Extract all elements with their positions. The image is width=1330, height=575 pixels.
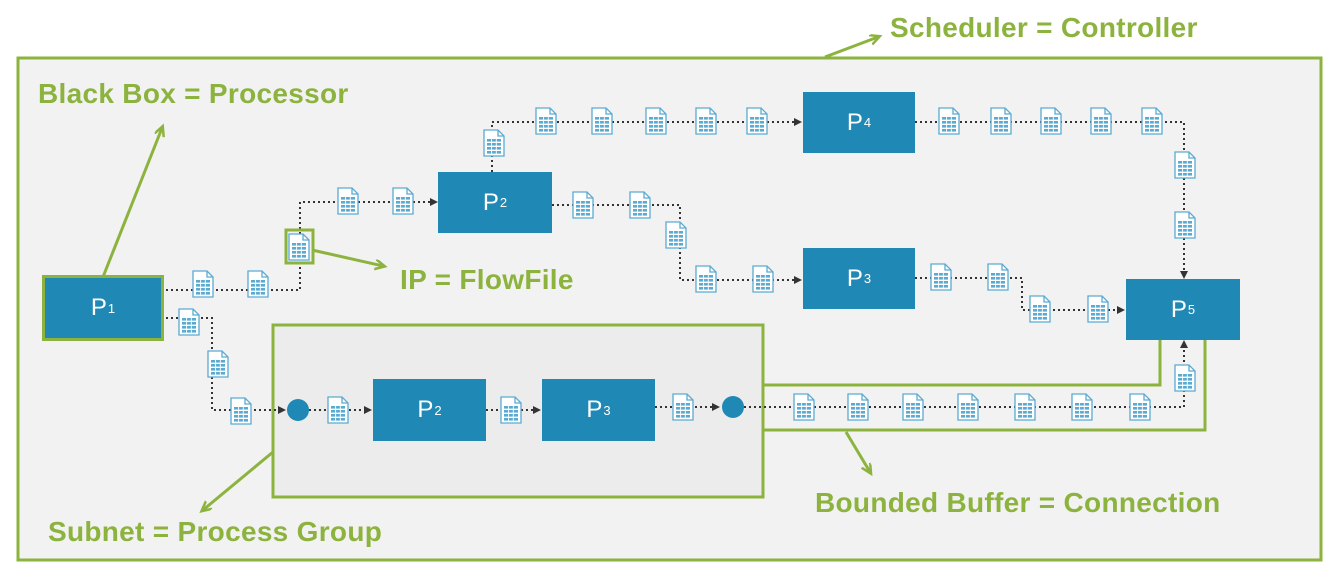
document-icon (665, 221, 687, 249)
processor-subscript: 2 (434, 402, 442, 418)
processor-subscript: 1 (107, 300, 116, 316)
document-icon (591, 107, 613, 135)
document-icon (672, 393, 694, 421)
document-icon (247, 270, 269, 298)
document-icon (695, 265, 717, 293)
document-icon (535, 107, 557, 135)
connection-p1-to-p2 (161, 198, 438, 291)
processor-label: P (846, 264, 863, 292)
document-icon (1014, 393, 1036, 421)
document-icon (793, 393, 815, 421)
document-icon (288, 233, 310, 261)
document-icon (695, 107, 717, 135)
document-icon (178, 308, 200, 336)
processor-subscript: 3 (603, 402, 611, 418)
document-icon (192, 270, 214, 298)
document-icon (1141, 107, 1163, 135)
document-icon (1071, 393, 1093, 421)
processor-label: P (846, 108, 863, 136)
document-icon (1090, 107, 1112, 135)
input-port-icon (287, 399, 309, 421)
document-icon (629, 191, 651, 219)
document-icon (1040, 107, 1062, 135)
document-icon (746, 107, 768, 135)
document-icon (752, 265, 774, 293)
processor-label: P (1170, 295, 1187, 323)
processor-subscript: 3 (863, 271, 872, 286)
processor-pointer (101, 128, 162, 278)
processor-label: P (417, 396, 434, 423)
document-icon (1129, 393, 1151, 421)
document-icon (930, 263, 952, 291)
flowfile-highlight (284, 228, 315, 265)
flowfile-pointer (311, 248, 383, 266)
document-icon (1174, 211, 1196, 239)
processor-subscript: 5 (1187, 302, 1196, 317)
scheduler-pointer (824, 37, 878, 59)
connection-group-to-p5 (744, 340, 1188, 408)
processor-subscript: 4 (863, 115, 872, 130)
scheduler-callout: Scheduler = Controller (890, 12, 1198, 43)
document-icon (1029, 295, 1051, 323)
document-icon (847, 393, 869, 421)
document-icon (1087, 295, 1109, 323)
document-icon (327, 396, 349, 424)
processor-label: P (586, 396, 603, 423)
flowfile-callout: IP = FlowFile (400, 264, 574, 295)
process-group-callout: Subnet = Process Group (48, 516, 383, 547)
document-icon (902, 393, 924, 421)
document-icon (230, 397, 252, 425)
document-icon (987, 263, 1009, 291)
document-icon (957, 393, 979, 421)
output-port-icon (722, 396, 744, 418)
document-icon (645, 107, 667, 135)
document-icon (1174, 364, 1196, 392)
connection-pointer (844, 431, 870, 472)
processor-label: P (90, 294, 107, 321)
document-icon (392, 187, 414, 215)
document-icon (990, 107, 1012, 135)
document-icon (207, 350, 229, 378)
document-icon (938, 107, 960, 135)
processor-callout: Black Box = Processor (38, 78, 349, 109)
document-icon (483, 129, 505, 157)
group-pointer (203, 450, 274, 510)
processor-label: P (482, 188, 499, 216)
connection-callout: Bounded Buffer = Connection (815, 487, 1221, 518)
document-icon (1174, 151, 1196, 179)
document-icon (337, 187, 359, 215)
document-icon (572, 191, 594, 219)
document-icon (500, 396, 522, 424)
processor-subscript: 2 (499, 195, 508, 210)
